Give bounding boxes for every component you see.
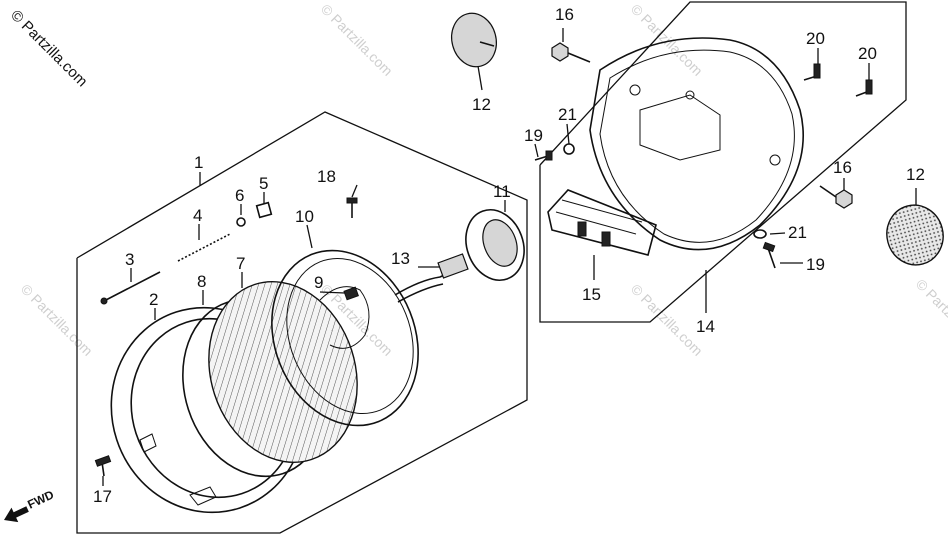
headlight-case: [589, 37, 804, 251]
watermark-faint: © Partzilla.com: [628, 1, 706, 79]
callout-21-right: 21: [788, 223, 807, 242]
screw-18: [346, 197, 358, 218]
watermark-main: © Partzilla.com: [7, 7, 90, 90]
rubber-cap-top: [451, 12, 497, 68]
washer-21-right: [753, 229, 767, 239]
callout-9: 9: [314, 273, 323, 292]
callout-16-right: 16: [833, 158, 852, 177]
washer-6: [236, 217, 246, 227]
callout-5: 5: [259, 174, 268, 193]
watermark-faint: © Partzilla.com: [18, 281, 96, 359]
reflector-right: [886, 204, 944, 266]
watermark-faint: © Partzilla.com: [318, 1, 396, 79]
screw-17: [94, 455, 112, 477]
callout-19-top: 19: [524, 126, 543, 145]
callout-10: 10: [295, 207, 314, 226]
callout-7: 7: [236, 254, 245, 273]
callout-15: 15: [582, 285, 601, 304]
callout-12-right: 12: [906, 165, 925, 184]
bulb-socket: [394, 253, 469, 303]
left-arrow-icon: [4, 506, 29, 523]
screw-20-left: [803, 63, 821, 81]
screw-19-right: [762, 241, 776, 269]
callout-14: 14: [696, 317, 715, 336]
assembly-1-outline: [76, 111, 528, 534]
callout-18: 18: [317, 167, 336, 186]
screw-3: [100, 271, 161, 305]
callout-4: 4: [193, 206, 202, 225]
callout-20-right: 20: [858, 44, 877, 63]
callout-13: 13: [391, 249, 410, 268]
washer-21-top: [563, 143, 575, 155]
callout-19-right: 19: [806, 255, 825, 274]
leader-lines: [102, 28, 917, 486]
callout-11: 11: [493, 182, 511, 201]
callout-1: 1: [194, 153, 203, 172]
socket-clip: [343, 286, 359, 301]
callout-6: 6: [235, 186, 244, 205]
bracket-15: [547, 189, 657, 256]
callout-2: 2: [149, 290, 158, 309]
mounting-ring: [271, 249, 419, 427]
callout-labels: 1 2 3 4 5 6 7 8 9 10 11 12 12 13 14 15 1…: [93, 5, 925, 506]
screw-20-right: [855, 79, 873, 97]
callout-8: 8: [197, 272, 206, 291]
fwd-indicator: FWD: [4, 487, 56, 523]
callout-20-left: 20: [806, 29, 825, 48]
nut-5: [255, 201, 273, 219]
watermark-faint: © Partzilla.com: [628, 281, 706, 359]
socket-cover: [465, 209, 525, 281]
watermark-faint: © Partzilla.com: [913, 276, 948, 354]
bolt-16-top: [551, 42, 591, 63]
callout-3: 3: [125, 250, 134, 269]
callout-12-top: 12: [472, 95, 491, 114]
callout-21-top: 21: [558, 105, 577, 124]
spring-4: [177, 233, 231, 262]
callout-16-top: 16: [555, 5, 574, 24]
fwd-label: FWD: [25, 487, 56, 511]
bolt-16-right: [819, 185, 853, 209]
screw-19-top: [534, 150, 553, 161]
callout-17: 17: [93, 487, 112, 506]
assembly-14-outline: [539, 1, 907, 323]
